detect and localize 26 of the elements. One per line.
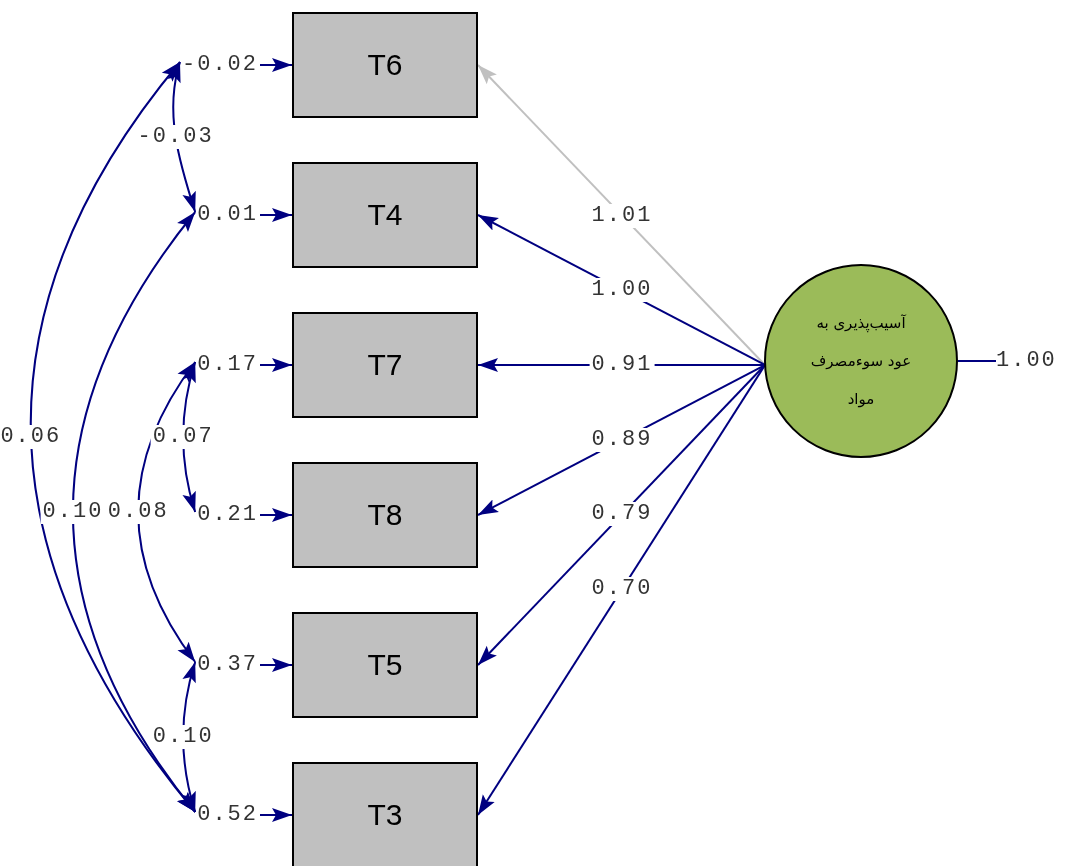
observed-variable-box: T7: [292, 312, 478, 418]
error-variance-label: 0.52: [197, 802, 258, 828]
observed-variable-box: T3: [292, 762, 478, 866]
observed-variable-box: T5: [292, 612, 478, 718]
error-arrow: [259, 358, 293, 372]
covariance-arrow: [71, 211, 197, 813]
variance-label: 1.00: [996, 348, 1071, 376]
error-variance-label: -0.02: [182, 52, 258, 78]
error-arrow: [259, 208, 293, 222]
error-arrow: [259, 508, 293, 522]
error-arrow: [259, 658, 293, 672]
observed-variable-box: T6: [292, 12, 478, 118]
variance-line: [957, 360, 997, 362]
error-variance-label: 0.01: [197, 202, 258, 228]
error-variance-label: 0.17: [197, 352, 258, 378]
covariance-arrow: [137, 361, 197, 663]
covariance-arrow: [29, 61, 197, 813]
observed-variable-box: T4: [292, 162, 478, 268]
error-variance-label: 0.21: [197, 502, 258, 528]
observed-variable-box: T8: [292, 462, 478, 568]
error-arrow: [259, 808, 293, 822]
latent-variable-label: آسیب‌پذیری به عود سوءمصرف مواد: [809, 313, 913, 410]
loading-arrow: [477, 364, 766, 666]
error-variance-label: 0.37: [197, 652, 258, 678]
loading-arrow: [477, 64, 766, 366]
error-arrow: [259, 58, 293, 72]
